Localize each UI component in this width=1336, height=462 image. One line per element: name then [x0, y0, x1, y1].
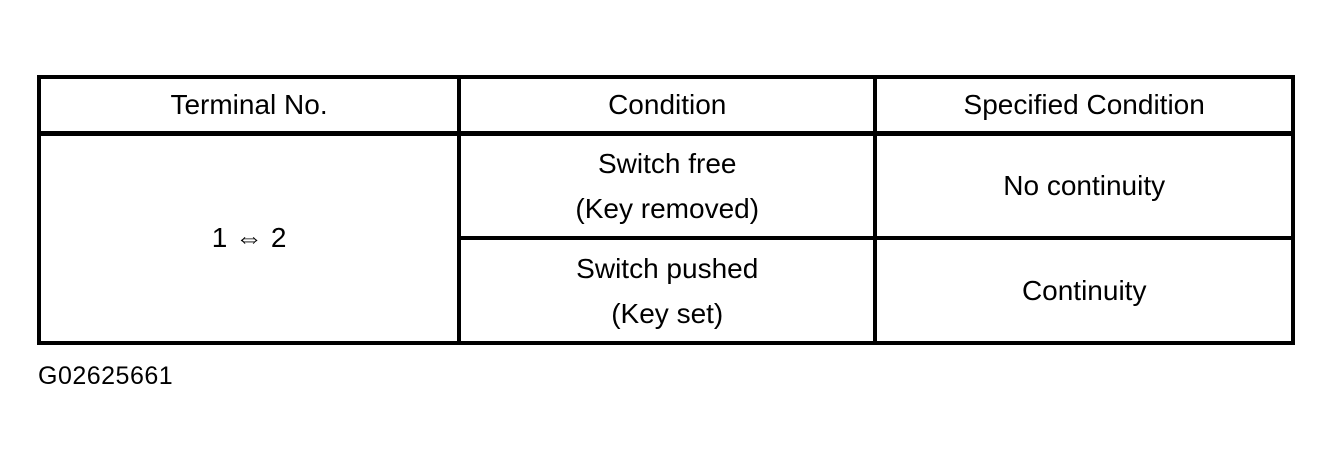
table-row: Switch pushed (Key set) Continuity: [39, 236, 1295, 345]
condition-line-2: (Key set): [611, 297, 724, 329]
terminal-continuity-table: Terminal No. Condition Specified Conditi…: [36, 75, 1295, 345]
specified-condition-cell-continuity: Continuity: [873, 236, 1295, 345]
table-row: 1 ⇔ 2 Switch free (Key removed) No conti…: [36, 131, 1295, 345]
terminal-no-cell: 1 ⇔ 2: [36, 131, 462, 345]
table-header-specified-condition: Specified Condition: [873, 75, 1295, 136]
specified-condition-cell-no-continuity: No continuity: [873, 131, 1295, 240]
table-header-condition: Condition: [457, 75, 878, 136]
condition-line-2: (Key removed): [575, 192, 760, 224]
condition-line-1: Switch free: [597, 147, 737, 179]
figure-id-label: G02625661: [38, 362, 174, 390]
condition-line-1: Switch pushed: [576, 252, 759, 284]
condition-cell-switch-pushed: Switch pushed (Key set): [457, 236, 878, 345]
table-header-row: Terminal No. Condition Specified Conditi…: [36, 75, 1295, 136]
condition-cell-switch-free: Switch free (Key removed): [457, 131, 878, 240]
table-header-terminal-no: Terminal No.: [36, 75, 462, 136]
